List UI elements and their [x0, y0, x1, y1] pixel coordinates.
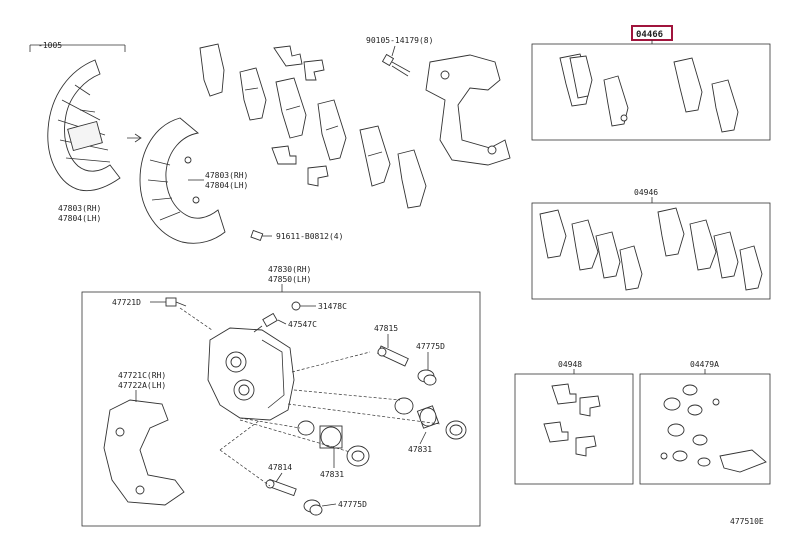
diagram-id: 477510E: [730, 517, 764, 526]
shield-mid-lh-label: 47804(LH): [205, 181, 248, 190]
bolt-label: 90105-14179(8): [366, 36, 433, 45]
shield-left-lh-label: 47804(LH): [58, 214, 101, 223]
caliper-assembly-box: [81, 291, 481, 527]
kit-04466-box: [531, 43, 771, 141]
kit-04946-box: [531, 202, 771, 300]
kit-04946-label[interactable]: 04946: [634, 188, 658, 197]
piston-seal-set-middle[interactable]: [297, 420, 370, 467]
kit-04479a-label[interactable]: 04479A: [690, 360, 719, 369]
47722a-lh-label: 47722A(LH): [118, 381, 166, 390]
piston-seal-set-right[interactable]: [394, 397, 467, 440]
bleeder-plug[interactable]: [165, 297, 187, 307]
caliper-bracket-lower[interactable]: [103, 399, 185, 506]
mounting-bolt[interactable]: [381, 53, 411, 77]
47775d-lower-label: 47775D: [338, 500, 367, 509]
caliper-bracket-top[interactable]: [425, 54, 511, 166]
shield-mid-rh-label: 47803(RH): [205, 171, 248, 180]
caliper-body[interactable]: [207, 327, 295, 421]
47721d-label: 47721D: [112, 298, 141, 307]
kit-04466-pads[interactable]: [559, 53, 739, 133]
kit-04948-clips[interactable]: [543, 383, 601, 457]
kit-04479a-seals[interactable]: [660, 384, 767, 473]
kit-04466-label[interactable]: 04466: [636, 30, 663, 40]
dust-shield-left[interactable]: [47, 59, 121, 192]
shield-left-rh-label: 47803(RH): [58, 204, 101, 213]
pin-boot-upper[interactable]: [417, 369, 437, 386]
screw-part[interactable]: [250, 229, 272, 242]
arrow-icon: [127, 133, 142, 143]
bleeder-screw[interactable]: [253, 312, 278, 333]
47831-middle-label: 47831: [320, 470, 344, 479]
kit-04946-pads[interactable]: [539, 207, 763, 291]
31478c-label: 31478C: [318, 302, 347, 311]
bleeder-cap[interactable]: [291, 301, 301, 311]
47815-label: 47815: [374, 324, 398, 333]
pad-clip-set[interactable]: [271, 45, 329, 187]
47831-right-label: 47831: [408, 445, 432, 454]
47775d-upper-label: 47775D: [416, 342, 445, 351]
kit-04948-label[interactable]: 04948: [558, 360, 582, 369]
caliper-rh-label: 47830(RH): [268, 265, 311, 274]
47814-label: 47814: [268, 463, 292, 472]
dust-shield-middle[interactable]: [139, 117, 226, 244]
brake-pad-set-middle[interactable]: [199, 43, 427, 209]
pin-boot-lower[interactable]: [303, 499, 323, 516]
47721c-rh-label: 47721C(RH): [118, 371, 166, 380]
kit-04948-box: [514, 373, 634, 485]
date-range-label: -1005: [38, 41, 62, 50]
screw-label: 91611-B0812(4): [276, 232, 343, 241]
slide-pin-lower[interactable]: [265, 478, 297, 497]
47547c-label: 47547C: [288, 320, 317, 329]
slide-pin-upper[interactable]: [377, 345, 409, 367]
caliper-lh-label: 47850(LH): [268, 275, 311, 284]
